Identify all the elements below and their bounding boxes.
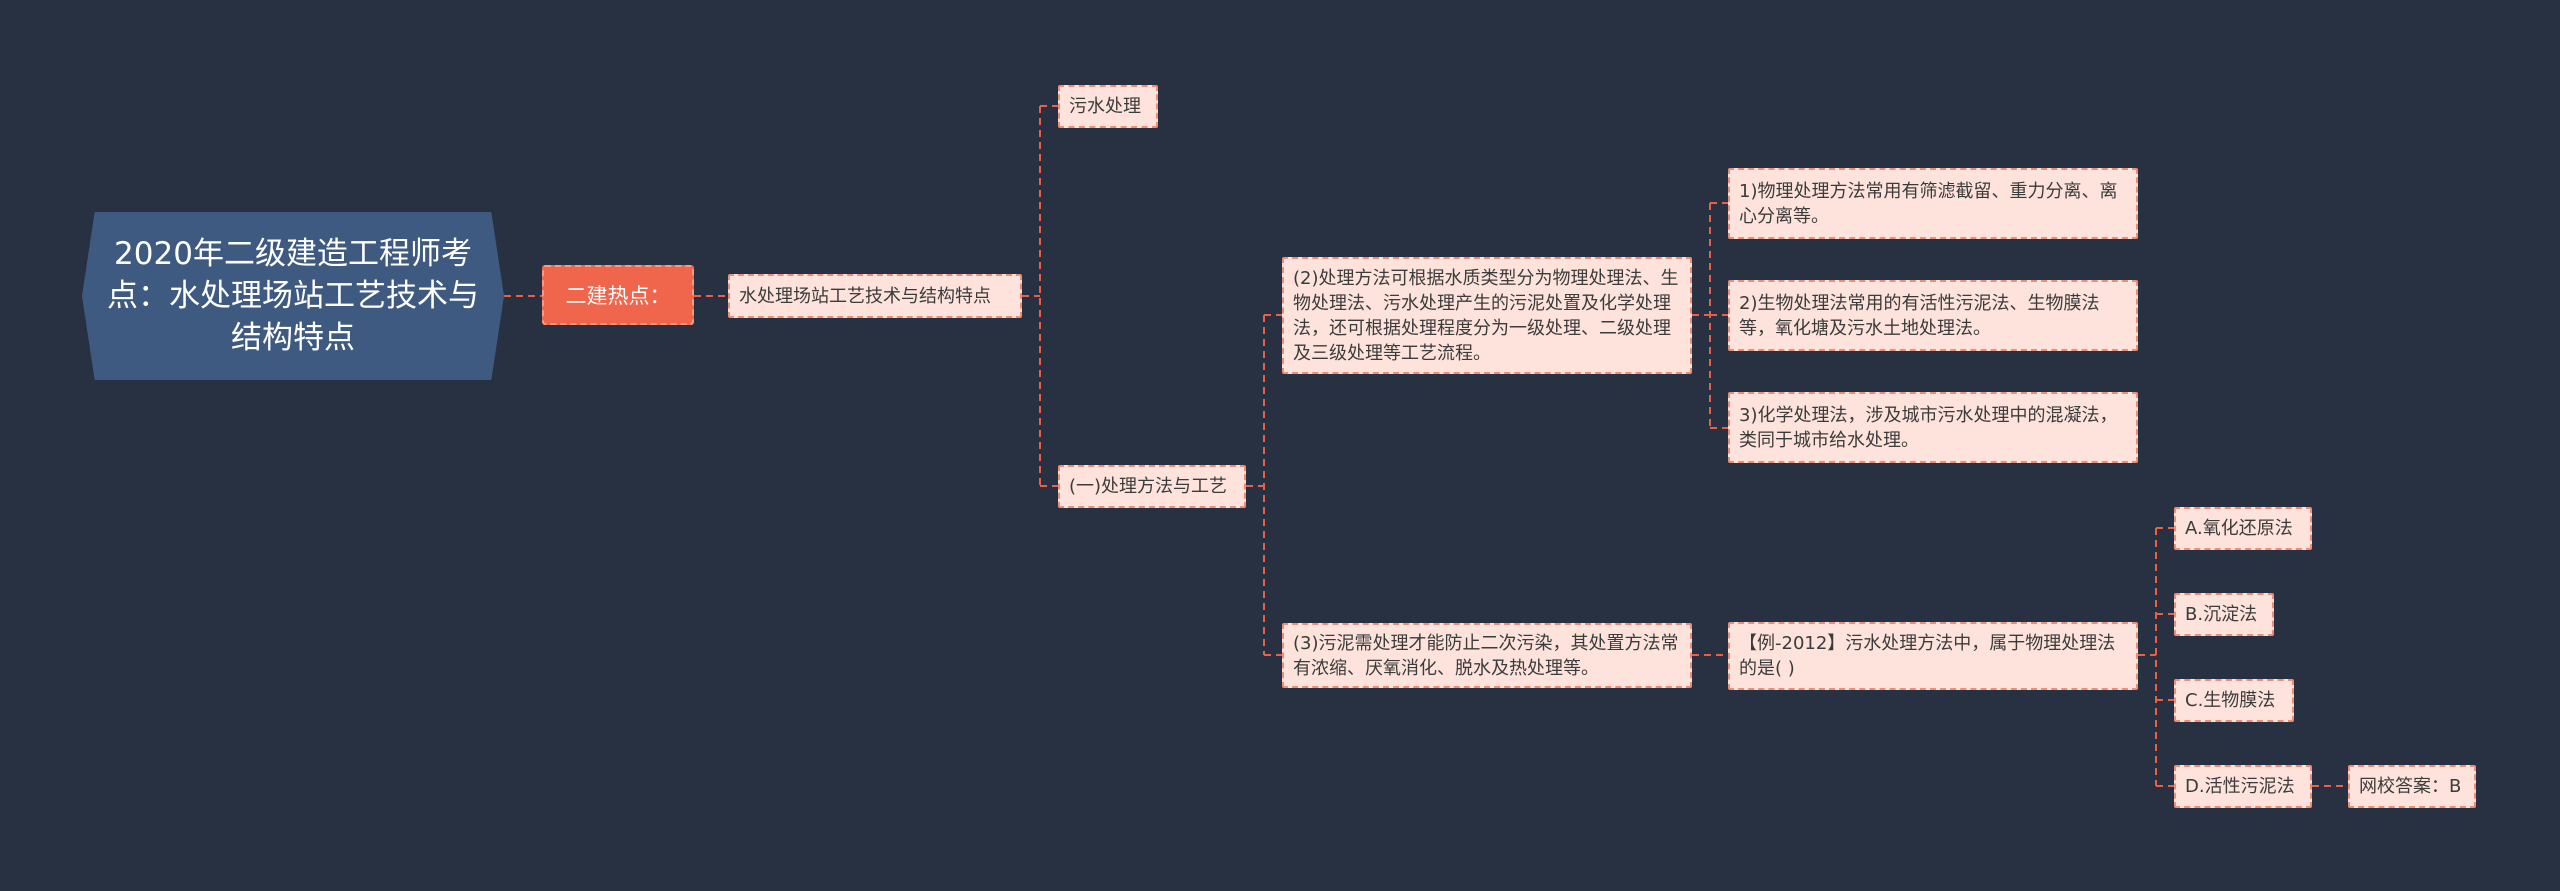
- node-biological-method-label: 2)生物处理法常用的有活性污泥法、生物膜法等，氧化塘及污水土地处理法。: [1739, 292, 2100, 339]
- root-topic-label: 2020年二级建造工程师考点：水处理场站工艺技术与结构特点: [107, 236, 479, 356]
- node-exam-example[interactable]: 【例-2012】污水处理方法中，属于物理处理法的是( ): [1728, 622, 2138, 690]
- node-answer[interactable]: 网校答案：B: [2348, 765, 2476, 808]
- link-methods-branch: [1246, 314, 1282, 656]
- node-physical-method[interactable]: 1)物理处理方法常用有筛滤截留、重力分离、离心分离等。: [1728, 168, 2138, 239]
- node-option-d-label: D.活性污泥法: [2185, 776, 2295, 797]
- node-option-b-label: B.沉淀法: [2185, 604, 2258, 625]
- node-option-a[interactable]: A.氧化还原法: [2174, 507, 2312, 550]
- node-sewage-treatment[interactable]: 污水处理: [1058, 85, 1158, 128]
- node-method-classification-label: (2)处理方法可根据水质类型分为物理处理法、生物处理法、污水处理产生的污泥处置及…: [1293, 267, 1679, 364]
- node-option-b[interactable]: B.沉淀法: [2174, 593, 2274, 636]
- node-chemical-method-label: 3)化学处理法，涉及城市污水处理中的混凝法，类同于城市给水处理。: [1739, 404, 2118, 451]
- hot-topic-label: 二建热点：: [565, 284, 671, 308]
- node-level1[interactable]: 水处理场站工艺技术与结构特点: [728, 274, 1022, 318]
- node-methods-process[interactable]: (一)处理方法与工艺: [1058, 465, 1246, 508]
- node-exam-example-label: 【例-2012】污水处理方法中，属于物理处理法的是( ): [1739, 633, 2116, 679]
- node-option-c[interactable]: C.生物膜法: [2174, 679, 2294, 722]
- node-option-d[interactable]: D.活性污泥法: [2174, 765, 2312, 808]
- link-p2-branch: [1692, 202, 1728, 429]
- node-sludge-treatment[interactable]: (3)污泥需处理才能防止二次污染，其处置方法常有浓缩、厌氧消化、脱水及热处理等。: [1282, 623, 1692, 688]
- node-biological-method[interactable]: 2)生物处理法常用的有活性污泥法、生物膜法等，氧化塘及污水土地处理法。: [1728, 280, 2138, 351]
- node-methods-process-label: (一)处理方法与工艺: [1069, 476, 1228, 497]
- node-option-a-label: A.氧化还原法: [2185, 518, 2293, 539]
- hot-topic-node[interactable]: 二建热点：: [542, 265, 694, 325]
- node-sewage-treatment-label: 污水处理: [1069, 96, 1141, 117]
- node-level1-label: 水处理场站工艺技术与结构特点: [739, 285, 991, 307]
- node-physical-method-label: 1)物理处理方法常用有筛滤截留、重力分离、离心分离等。: [1739, 180, 2118, 227]
- node-answer-label: 网校答案：B: [2359, 776, 2462, 797]
- link-example-options: [2138, 527, 2174, 787]
- node-chemical-method[interactable]: 3)化学处理法，涉及城市污水处理中的混凝法，类同于城市给水处理。: [1728, 392, 2138, 463]
- node-method-classification[interactable]: (2)处理方法可根据水质类型分为物理处理法、生物处理法、污水处理产生的污泥处置及…: [1282, 257, 1692, 374]
- root-topic[interactable]: 2020年二级建造工程师考点：水处理场站工艺技术与结构特点: [82, 212, 504, 380]
- link-level1-branch: [1022, 105, 1058, 487]
- node-sludge-treatment-label: (3)污泥需处理才能防止二次污染，其处置方法常有浓缩、厌氧消化、脱水及热处理等。: [1293, 632, 1679, 679]
- node-option-c-label: C.生物膜法: [2185, 690, 2276, 711]
